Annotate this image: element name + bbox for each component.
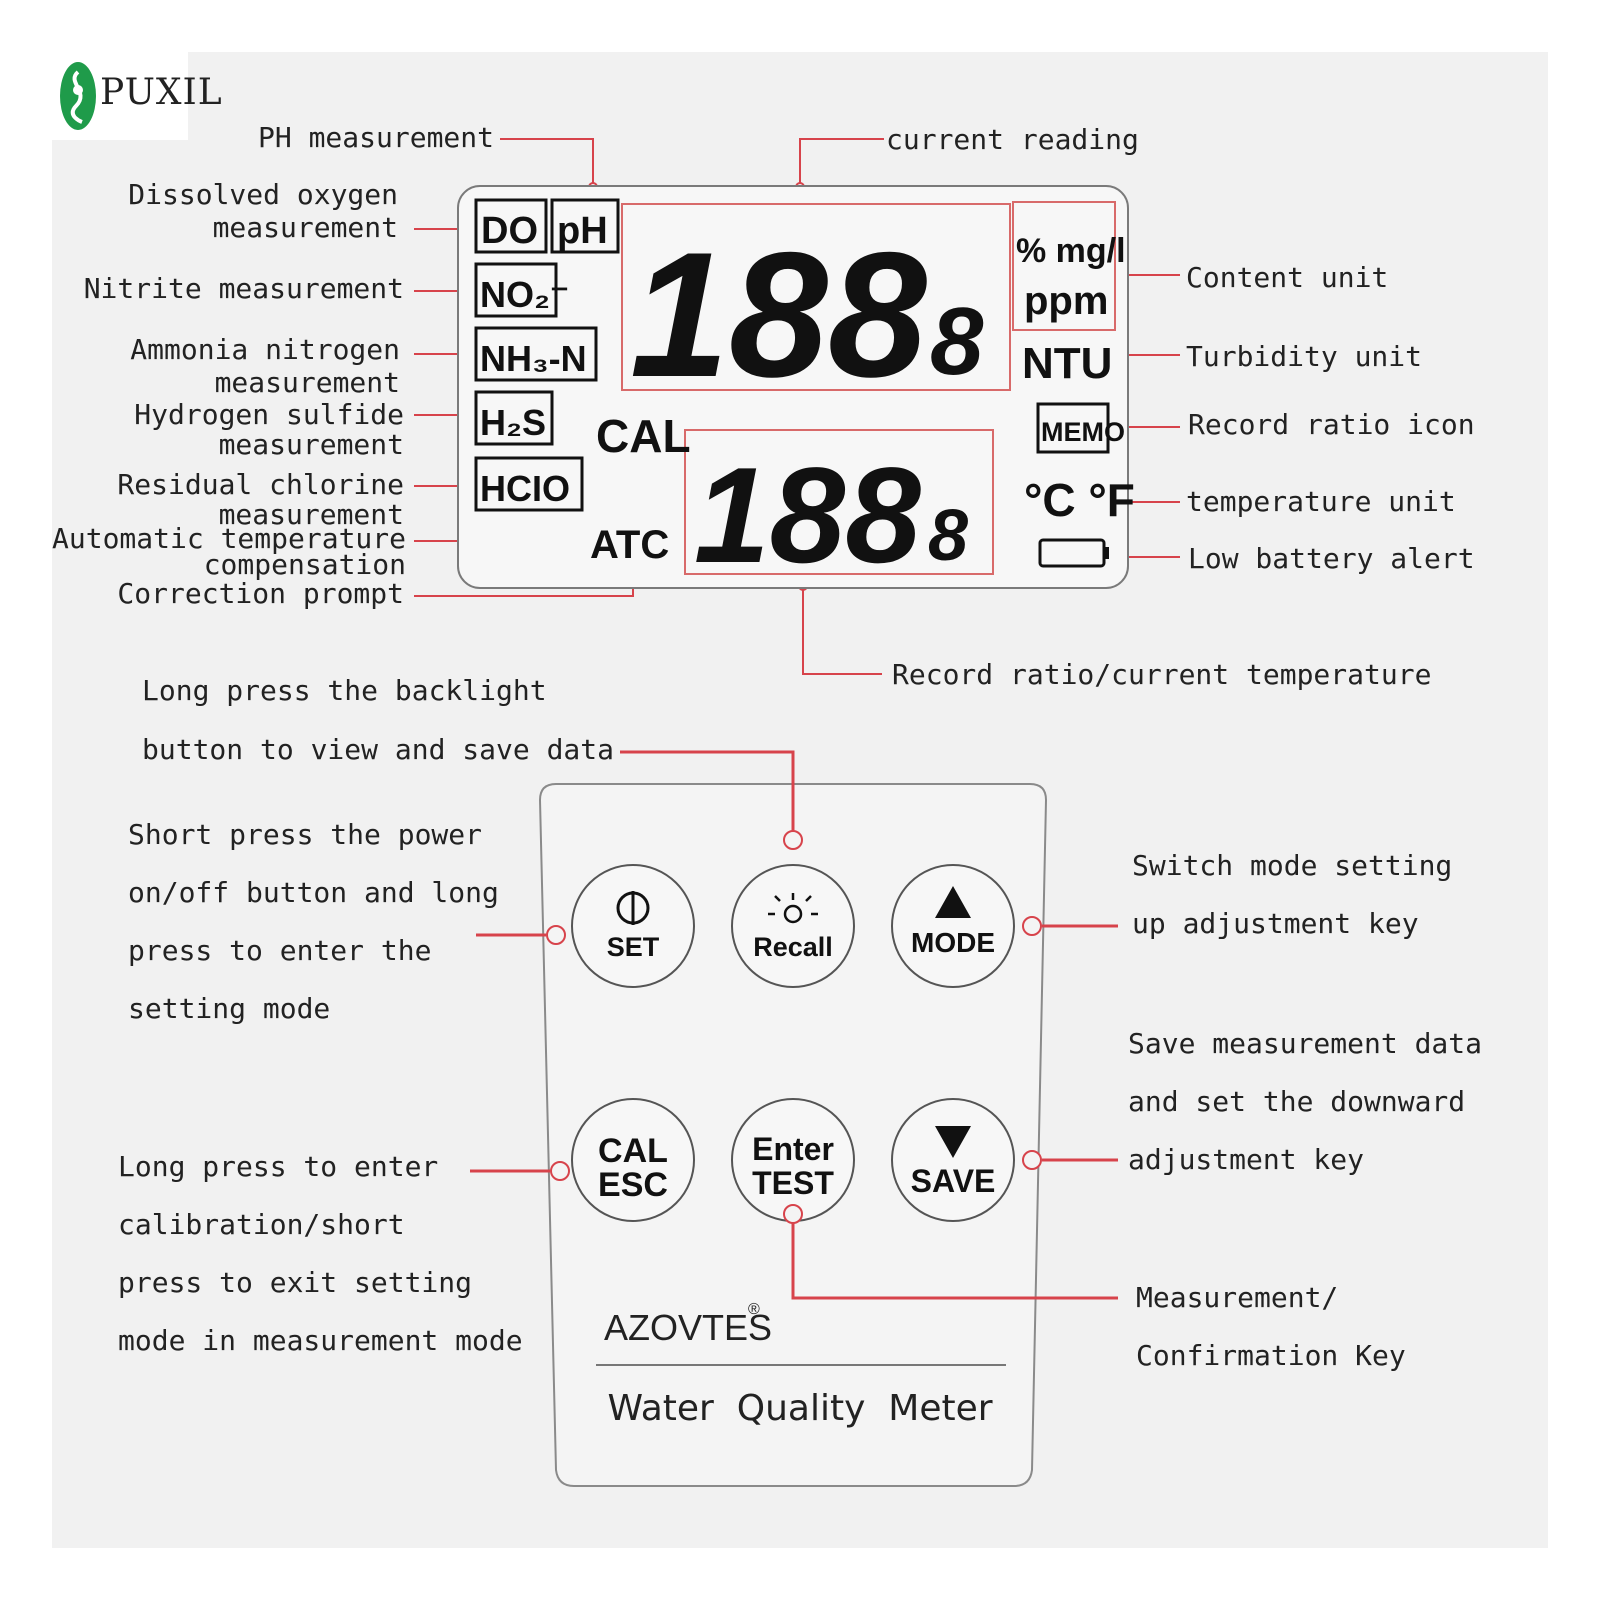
registered-mark: ® — [748, 1301, 760, 1318]
cal-callout-line3: press to exit setting — [118, 1266, 473, 1299]
triangle-down-icon — [935, 1126, 971, 1158]
cal-callout-line2: calibration/short — [118, 1208, 405, 1241]
do-indicator: DO — [481, 210, 538, 252]
lcd-panel — [457, 185, 1129, 589]
main-reading-digits: 188 — [630, 215, 927, 414]
chlorine-callout-line1: Residual chlorine — [117, 468, 404, 501]
power-callout-line2: on/off button and long — [128, 876, 499, 909]
triangle-up-icon — [935, 886, 971, 918]
mode-callout-line1: Switch mode setting — [1132, 849, 1453, 882]
do-callout-line2: measurement — [212, 211, 398, 244]
ppm-unit: ppm — [1024, 279, 1108, 323]
content-unit-callout: Content unit — [1186, 261, 1389, 294]
set-button-label: SET — [607, 932, 660, 962]
cal-callout-line4: mode in measurement mode — [118, 1324, 523, 1357]
keypad-brand: AZOVTES — [604, 1307, 772, 1348]
sun-icon — [768, 893, 818, 924]
hcio-indicator: HCIO — [480, 468, 570, 509]
temperature-unit: °C °F — [1024, 474, 1135, 526]
save-button-label: SAVE — [911, 1163, 996, 1199]
sub-reading-decimal: 8 — [928, 496, 968, 576]
set-button[interactable] — [572, 865, 694, 987]
product-name: Water Quality Meter — [607, 1388, 992, 1429]
leaf-swirl-icon — [60, 62, 96, 130]
enter-test-button[interactable] — [732, 1099, 854, 1221]
cal-callout-line1: Long press to enter — [118, 1150, 439, 1183]
h2s-callout-line2: measurement — [218, 428, 404, 461]
recall-button-shape — [731, 864, 855, 988]
mode-button-label: MODE — [911, 927, 995, 958]
save-button-shape — [891, 1098, 1015, 1222]
atc-callout-line2: compensation — [203, 548, 406, 581]
ntu-unit: NTU — [1022, 339, 1112, 388]
enter-callout-line2: Confirmation Key — [1136, 1339, 1406, 1372]
atc-callout-line1: Automatic temperature — [52, 522, 407, 555]
save-callout-line2: and set the downward — [1128, 1085, 1466, 1118]
ph-callout: PH measurement — [258, 121, 495, 154]
cal-esc-button[interactable] — [572, 1099, 694, 1221]
enter-callout-line1: Measurement/ — [1136, 1281, 1339, 1314]
save-button[interactable] — [892, 1099, 1014, 1221]
mode-callout-line2: up adjustment key — [1132, 907, 1419, 940]
main-reading-decimal: 8 — [930, 288, 984, 395]
backlight-callout-line2: button to view and save data — [142, 733, 615, 766]
test-button-line2: TEST — [752, 1165, 834, 1201]
battery-tip — [1104, 547, 1109, 559]
power-icon — [616, 891, 650, 925]
memo-icon: MEMO — [1041, 417, 1125, 447]
ammonia-callout-line1: Ammonia nitrogen — [130, 333, 400, 366]
power-callout-line1: Short press the power — [128, 818, 483, 851]
enter-button-line1: Enter — [752, 1131, 834, 1167]
power-callout-line4: setting mode — [128, 992, 331, 1025]
cal-indicator: CAL — [596, 410, 691, 462]
pct-mgl-unit: % mg/l — [1016, 232, 1126, 270]
nitrite-callout: Nitrite measurement — [83, 272, 404, 305]
recall-button-label: Recall — [753, 932, 833, 962]
record-temp-callout: Record ratio/current temperature — [892, 658, 1432, 691]
ph-indicator: pH — [557, 210, 608, 252]
current-reading-callout: current reading — [886, 123, 1139, 156]
h2s-indicator: H₂S — [480, 402, 546, 443]
sub-reading-digits: 188 — [694, 439, 921, 591]
battery-callout: Low battery alert — [1188, 542, 1475, 575]
logo-text: PUXIL — [100, 72, 223, 113]
main-reading-frame — [621, 203, 1011, 391]
memo-callout: Record ratio icon — [1188, 408, 1475, 441]
sub-reading-frame — [684, 429, 994, 575]
cal-button-line1: CAL — [598, 1132, 668, 1170]
ammonia-indicator: NH₃-N — [480, 338, 587, 379]
correction-callout: Correction prompt — [117, 577, 404, 610]
set-button-shape — [571, 864, 695, 988]
chlorine-callout-line2: measurement — [218, 498, 404, 531]
save-callout-line3: adjustment key — [1128, 1143, 1365, 1176]
puxil-logo: PUXIL — [52, 52, 222, 140]
mode-button[interactable] — [892, 865, 1014, 987]
save-callout-line1: Save measurement data — [1128, 1027, 1483, 1060]
mode-button-shape — [891, 864, 1015, 988]
backlight-callout-line1: Long press the backlight — [142, 674, 547, 707]
ammonia-callout-line2: measurement — [214, 366, 400, 399]
atc-indicator: ATC — [590, 523, 669, 567]
esc-button-line2: ESC — [598, 1166, 668, 1204]
content-unit-frame — [1012, 201, 1116, 331]
cal-button-shape — [571, 1098, 695, 1222]
recall-button[interactable] — [732, 865, 854, 987]
turbidity-unit-callout: Turbidity unit — [1186, 340, 1423, 373]
temp-unit-callout: temperature unit — [1186, 485, 1456, 518]
power-callout-line3: press to enter the — [128, 934, 432, 967]
nitrite-indicator: NO₂⁻ — [480, 274, 569, 315]
h2s-callout-line1: Hydrogen sulfide — [134, 398, 404, 431]
do-callout-line1: Dissolved oxygen — [128, 178, 398, 211]
